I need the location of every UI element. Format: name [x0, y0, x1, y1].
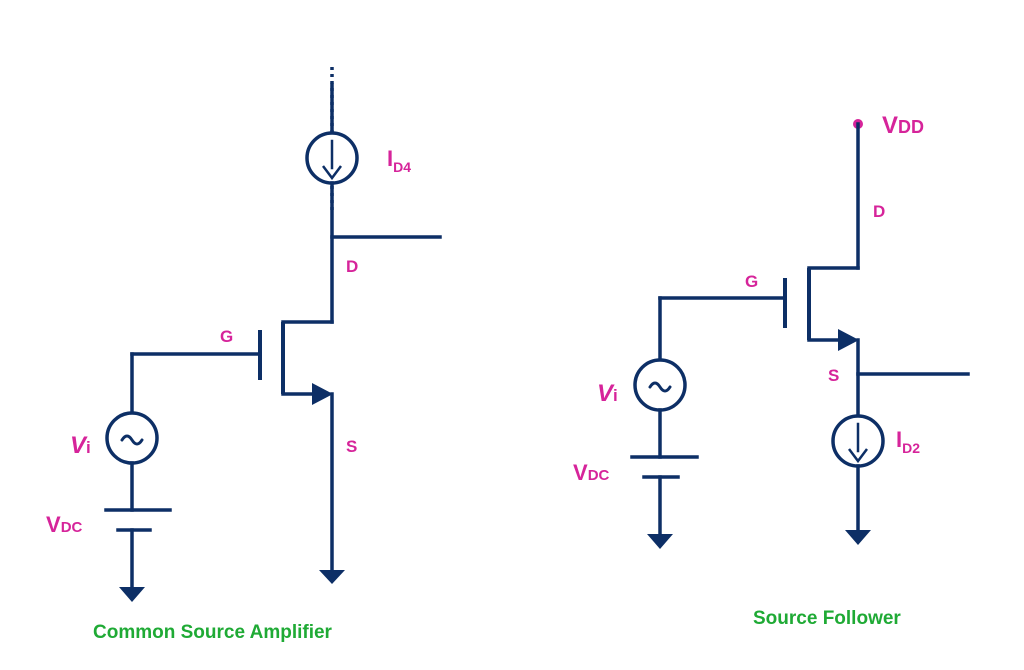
common-source-amplifier: ID4 D G S Vi VDC Common Source Amplifier [46, 65, 442, 643]
bias-label-sub: DC [61, 519, 83, 536]
bias-label-main: V [46, 512, 61, 537]
input-source-label: Vi [70, 432, 91, 459]
ground-arrow-icon [319, 570, 345, 584]
input-source-label: Vi [597, 380, 618, 407]
gate-label: G [220, 327, 233, 346]
current-source-label: ID4 [387, 146, 411, 175]
input-source-label-main: V [597, 380, 615, 407]
source-label: S [346, 437, 357, 456]
current-arrow-down-icon [322, 165, 342, 181]
current-source-label-sub: D2 [902, 440, 920, 456]
current-source-label-main: I [387, 146, 393, 171]
supply-label-main: V [882, 112, 898, 139]
ground-arrow-icon [119, 587, 145, 602]
ground-arrow-icon [647, 534, 673, 549]
current-source-label-sub: D4 [393, 159, 411, 175]
source-arrow-icon [838, 329, 859, 351]
input-source-label-sub: i [613, 386, 618, 405]
drain-label: D [346, 257, 358, 276]
gate-label: G [745, 272, 758, 291]
tilde-icon [120, 434, 144, 446]
drain-label: D [873, 202, 885, 221]
caption-common-source: Common Source Amplifier [93, 622, 333, 643]
ground-arrow-icon [845, 530, 871, 545]
bias-label: VDC [573, 460, 610, 485]
supply-label: VDD [882, 112, 924, 139]
current-source-label: ID2 [896, 427, 920, 456]
bias-label: VDC [46, 512, 83, 537]
current-arrow-down-icon [848, 448, 868, 464]
input-source-label-main: V [70, 432, 88, 459]
caption-source-follower: Source Follower [753, 608, 901, 629]
source-arrow-icon [312, 383, 333, 405]
input-source-label-sub: i [86, 438, 91, 457]
supply-label-sub: DD [898, 117, 924, 137]
tilde-icon [648, 381, 672, 393]
source-label: S [828, 366, 839, 385]
bias-label-main: V [573, 460, 588, 485]
current-source-label-main: I [896, 427, 902, 452]
bias-label-sub: DC [588, 467, 610, 484]
source-follower: VDD D G S Vi VDC ID2 Source Follower [573, 112, 970, 629]
